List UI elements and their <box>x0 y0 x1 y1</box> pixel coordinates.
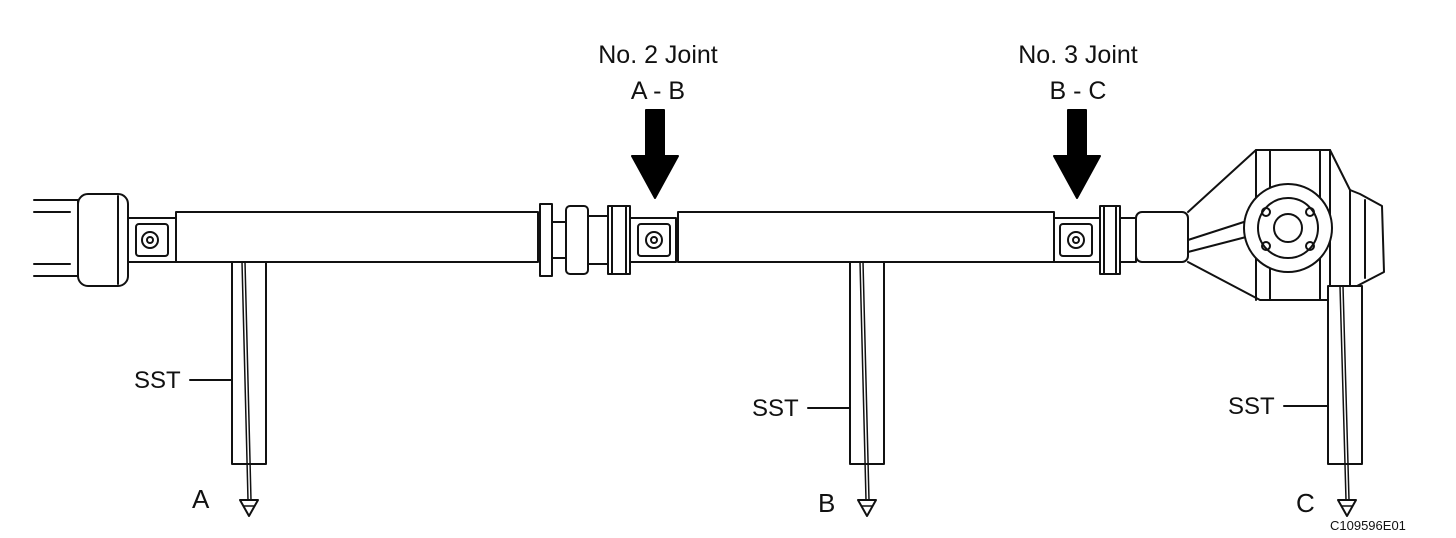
arrow-no-3-joint <box>1053 109 1101 199</box>
transmission-extension <box>33 193 129 287</box>
sst-label-c: SST <box>1228 393 1275 420</box>
no-3-joint-title: No. 3 Joint <box>1018 41 1138 69</box>
no-2-joint-assembly <box>539 203 677 277</box>
point-b-label: B <box>818 488 836 518</box>
sst-label-b: SST <box>752 395 799 422</box>
no-3-joint-pair: B - C <box>1049 77 1107 105</box>
rear-propeller-shaft <box>677 211 1055 263</box>
arrow-no-2-joint <box>631 109 679 199</box>
no-2-joint-pair: A - B <box>630 77 686 105</box>
sst-gauge-c <box>1327 285 1363 517</box>
sst-label-a: SST <box>134 367 181 394</box>
no-2-joint-title: No. 2 Joint <box>598 41 718 69</box>
differential-carrier <box>1135 149 1385 301</box>
figure-code: C109596E01 <box>1330 518 1406 533</box>
sst-gauge-b <box>849 261 885 517</box>
point-a-label: A <box>192 484 210 514</box>
point-c-label: C <box>1296 488 1315 518</box>
sst-gauge-a <box>231 261 267 517</box>
no-3-joint-assembly <box>1053 205 1137 275</box>
front-universal-joint <box>127 217 177 263</box>
front-propeller-shaft <box>175 211 539 263</box>
